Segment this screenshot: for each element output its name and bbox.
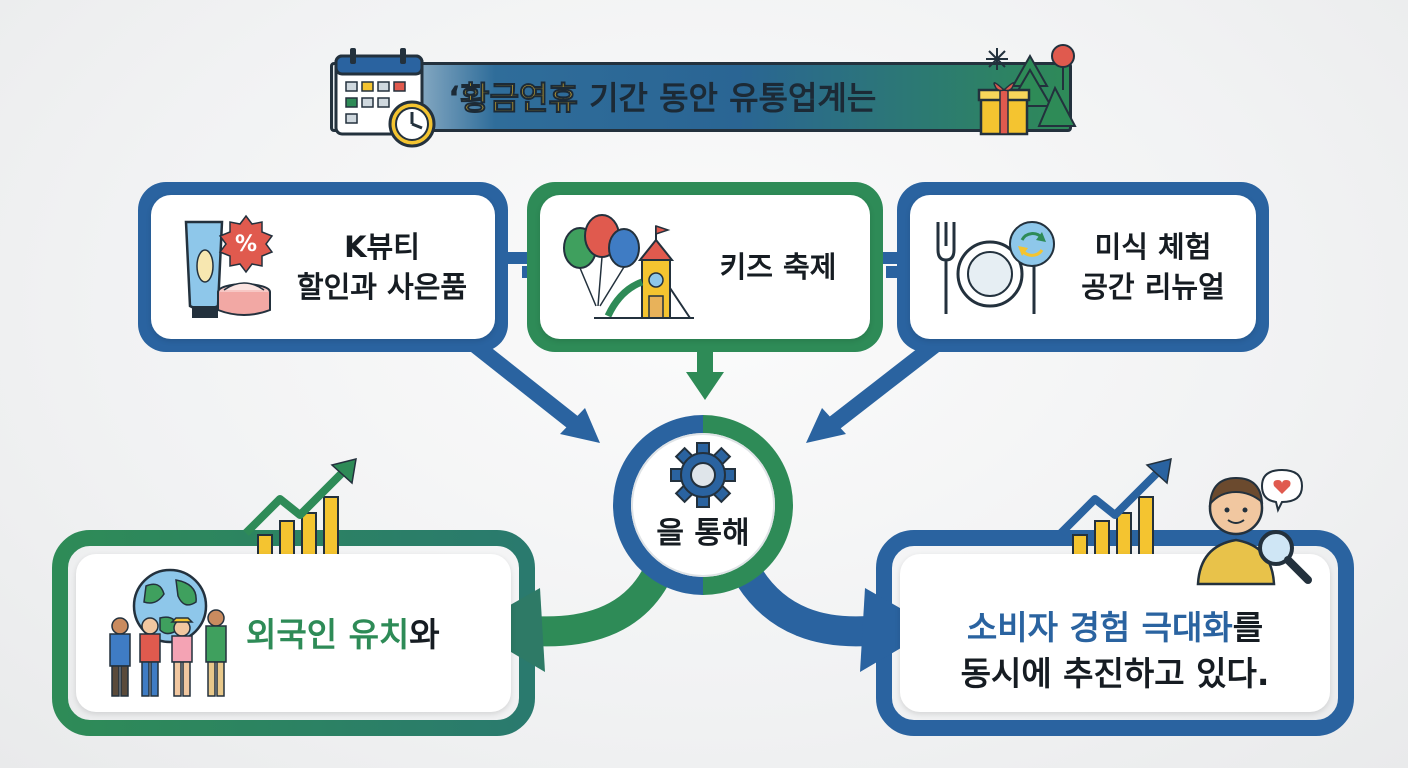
balloons-playground-icon bbox=[563, 214, 694, 319]
kids-card-title: 키즈 축제 bbox=[698, 247, 858, 287]
left-outcome-suffix: 와 bbox=[409, 615, 440, 654]
right-outcome-line2: 동시에 추진하고 있다. bbox=[960, 654, 1270, 693]
arrow-kids-to-hub bbox=[686, 348, 724, 400]
title-quote: ‘ bbox=[448, 79, 461, 117]
gift-tree-icon bbox=[977, 44, 1077, 136]
right-outcome-text: 소비자 경험 극대화를 동시에 추진하고 있다. bbox=[920, 605, 1310, 697]
beauty-line1: K뷰티 bbox=[344, 230, 420, 264]
title-highlight: 황금연휴 bbox=[460, 79, 579, 118]
food-card-title: 미식 체험 공간 리뉴얼 bbox=[1058, 227, 1248, 307]
cosmetics-discount-icon: % bbox=[184, 214, 274, 318]
hub-label: 을 통해 bbox=[656, 516, 750, 551]
arrow-hub-to-right bbox=[737, 569, 935, 672]
title-rest: 기간 동안 유통업계는 bbox=[577, 79, 877, 117]
gear-icon bbox=[670, 442, 736, 508]
growth-chart-icon bbox=[1058, 457, 1172, 562]
right-outcome-line1: 소비자 경험 극대화를 bbox=[920, 605, 1310, 651]
consumer-magnifier-icon bbox=[1196, 468, 1312, 586]
beauty-line2: 할인과 사은품 bbox=[296, 270, 468, 304]
tourists-globe-icon bbox=[109, 568, 227, 697]
calendar-clock-icon bbox=[334, 48, 436, 148]
left-outcome-text: 외국인 유치와 bbox=[246, 612, 496, 658]
right-outcome-suffix: 를 bbox=[1232, 608, 1264, 647]
food-line2: 공간 리뉴얼 bbox=[1081, 270, 1225, 304]
growth-chart-icon bbox=[243, 457, 357, 562]
beauty-card-title: K뷰티 할인과 사은품 bbox=[282, 227, 482, 307]
arrow-beauty-to-hub bbox=[470, 338, 600, 443]
svg-text:%: % bbox=[235, 232, 257, 257]
arrow-food-to-hub bbox=[806, 338, 940, 443]
plate-cutlery-icon bbox=[936, 221, 1055, 314]
left-outcome-highlight: 외국인 유치 bbox=[246, 615, 410, 654]
page-title: ‘황금연휴 기간 동안 유통업계는 bbox=[448, 76, 968, 120]
kids-line1: 키즈 축제 bbox=[719, 250, 837, 284]
title-banner bbox=[330, 62, 1072, 132]
right-outcome-highlight: 소비자 경험 극대화 bbox=[966, 608, 1233, 647]
food-line1: 미식 체험 bbox=[1094, 230, 1212, 264]
